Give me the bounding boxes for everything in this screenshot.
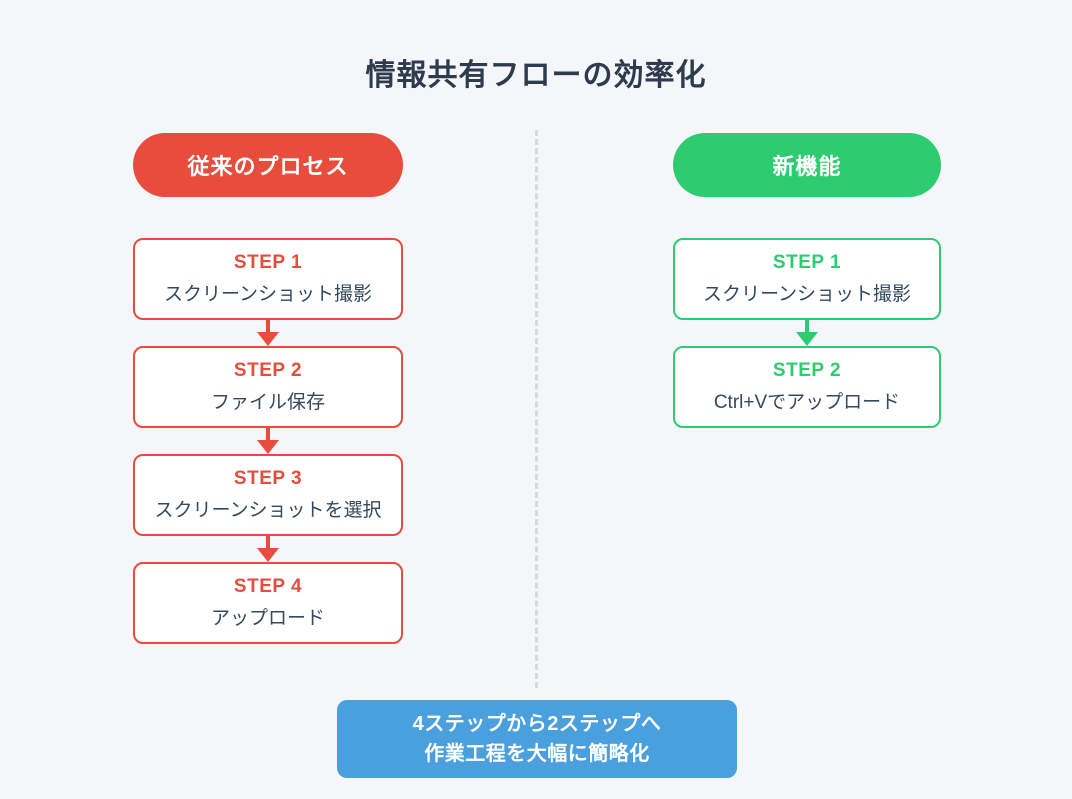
arrow-stem bbox=[266, 320, 270, 332]
column-divider bbox=[535, 130, 538, 688]
step-label: STEP 1 bbox=[772, 252, 842, 273]
arrow-head bbox=[257, 548, 279, 562]
arrow-head bbox=[796, 332, 818, 346]
step-text: アップロード bbox=[210, 608, 325, 629]
arrow-stem bbox=[266, 536, 270, 548]
page-title: 情報共有フローの効率化 bbox=[365, 59, 707, 92]
traditional-step-4-box: STEP 4 アップロード bbox=[133, 562, 403, 644]
arrow-down-icon bbox=[133, 536, 403, 562]
arrow-stem bbox=[266, 428, 270, 440]
summary-banner: 4ステップから2ステップへ 作業工程を大幅に簡略化 bbox=[337, 700, 737, 778]
arrow-stem bbox=[805, 320, 809, 332]
traditional-step-2-box: STEP 2 ファイル保存 bbox=[133, 346, 403, 428]
arrow-head bbox=[257, 332, 279, 346]
summary-line-1: 4ステップから2ステップへ bbox=[412, 713, 662, 735]
step-label: STEP 3 bbox=[233, 468, 303, 489]
new-step-2-box: STEP 2 Ctrl+Vでアップロード bbox=[673, 346, 941, 428]
step-text: スクリーンショット撮影 bbox=[702, 284, 912, 305]
step-label: STEP 1 bbox=[233, 252, 303, 273]
new-header-pill: 新機能 bbox=[673, 133, 941, 197]
step-text: スクリーンショット撮影 bbox=[163, 284, 373, 305]
arrow-down-icon bbox=[133, 320, 403, 346]
new-step-1-box: STEP 1 スクリーンショット撮影 bbox=[673, 238, 941, 320]
step-text: Ctrl+Vでアップロード bbox=[713, 392, 901, 413]
traditional-step-3-box: STEP 3 スクリーンショットを選択 bbox=[133, 454, 403, 536]
arrow-down-icon bbox=[673, 320, 941, 346]
summary-line-2: 作業工程を大幅に簡略化 bbox=[424, 743, 650, 765]
step-label: STEP 2 bbox=[233, 360, 303, 381]
arrow-down-icon bbox=[133, 428, 403, 454]
step-label: STEP 4 bbox=[233, 576, 303, 597]
traditional-step-1-box: STEP 1 スクリーンショット撮影 bbox=[133, 238, 403, 320]
step-label: STEP 2 bbox=[772, 360, 842, 381]
step-text: ファイル保存 bbox=[210, 392, 325, 413]
traditional-header-pill: 従来のプロセス bbox=[133, 133, 403, 197]
step-text: スクリーンショットを選択 bbox=[154, 500, 382, 521]
arrow-head bbox=[257, 440, 279, 454]
